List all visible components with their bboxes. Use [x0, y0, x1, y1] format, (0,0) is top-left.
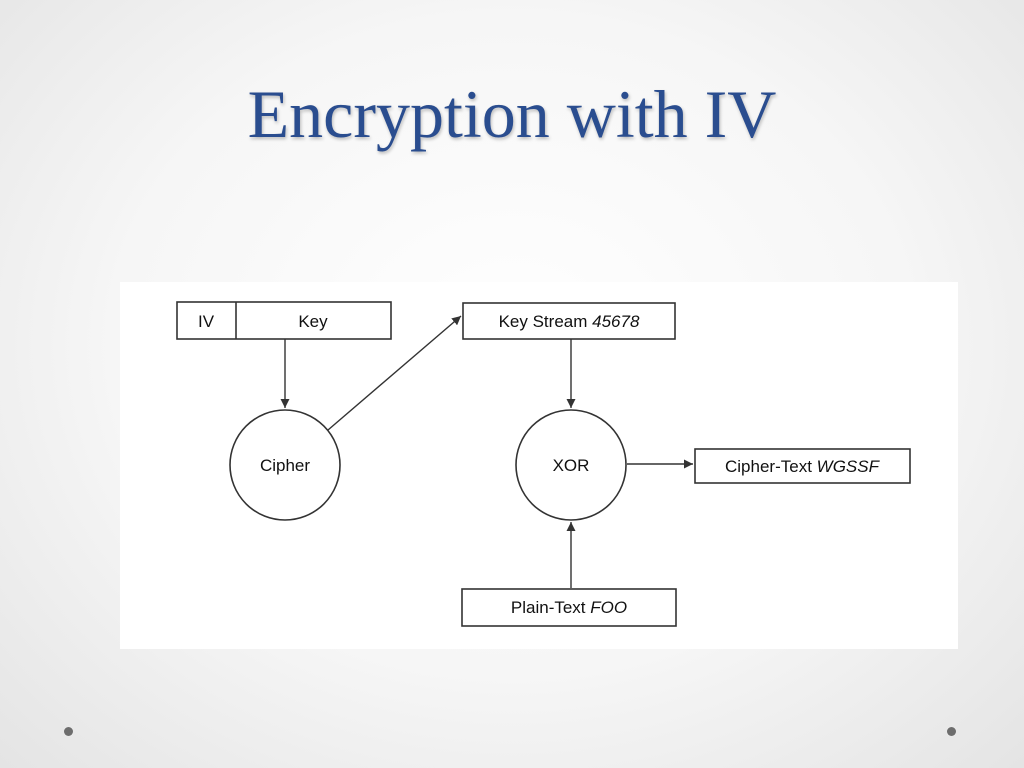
slide-title: Encryption with IV [247, 76, 777, 152]
cipher-text-box-outline [694, 448, 911, 484]
plain-text-value: FOO [590, 598, 627, 617]
key-stream-box: Key Stream 45678 [462, 302, 676, 340]
decorative-dot-right [947, 727, 956, 736]
key-stream-value: 45678 [592, 312, 640, 331]
cipher-label: Cipher [260, 456, 310, 475]
arrow-cipher-to-key-stream [327, 315, 462, 431]
cipher-text-text: Cipher-Text WGSSF [725, 457, 881, 476]
iv-label: IV [198, 312, 215, 331]
plain-text-label: Plain-Text [511, 598, 586, 617]
cipher-text-value: WGSSF [817, 457, 881, 476]
iv-key-box: IV Key [176, 301, 392, 340]
plain-text-box: Plain-Text FOO [461, 588, 677, 627]
encryption-flow-diagram: IV Key Cipher Key Stream 45678 XOR Ciphe… [176, 301, 911, 627]
plain-text-box-outline [461, 588, 677, 627]
cipher-node: Cipher [229, 409, 341, 521]
iv-key-box-outline [176, 301, 392, 340]
xor-circle [515, 409, 627, 521]
xor-node: XOR [515, 409, 627, 521]
cipher-circle [229, 409, 341, 521]
key-label: Key [298, 312, 328, 331]
key-stream-box-outline [462, 302, 676, 340]
plain-text-text: Plain-Text FOO [511, 598, 627, 617]
decorative-dot-left [64, 727, 73, 736]
cipher-text-label: Cipher-Text [725, 457, 812, 476]
xor-label: XOR [553, 456, 590, 475]
key-stream-text: Key Stream 45678 [499, 312, 640, 331]
key-stream-label: Key Stream [499, 312, 588, 331]
diagram-panel: IV Key Cipher Key Stream 45678 XOR Ciphe… [120, 282, 958, 649]
cipher-text-box: Cipher-Text WGSSF [694, 448, 911, 484]
